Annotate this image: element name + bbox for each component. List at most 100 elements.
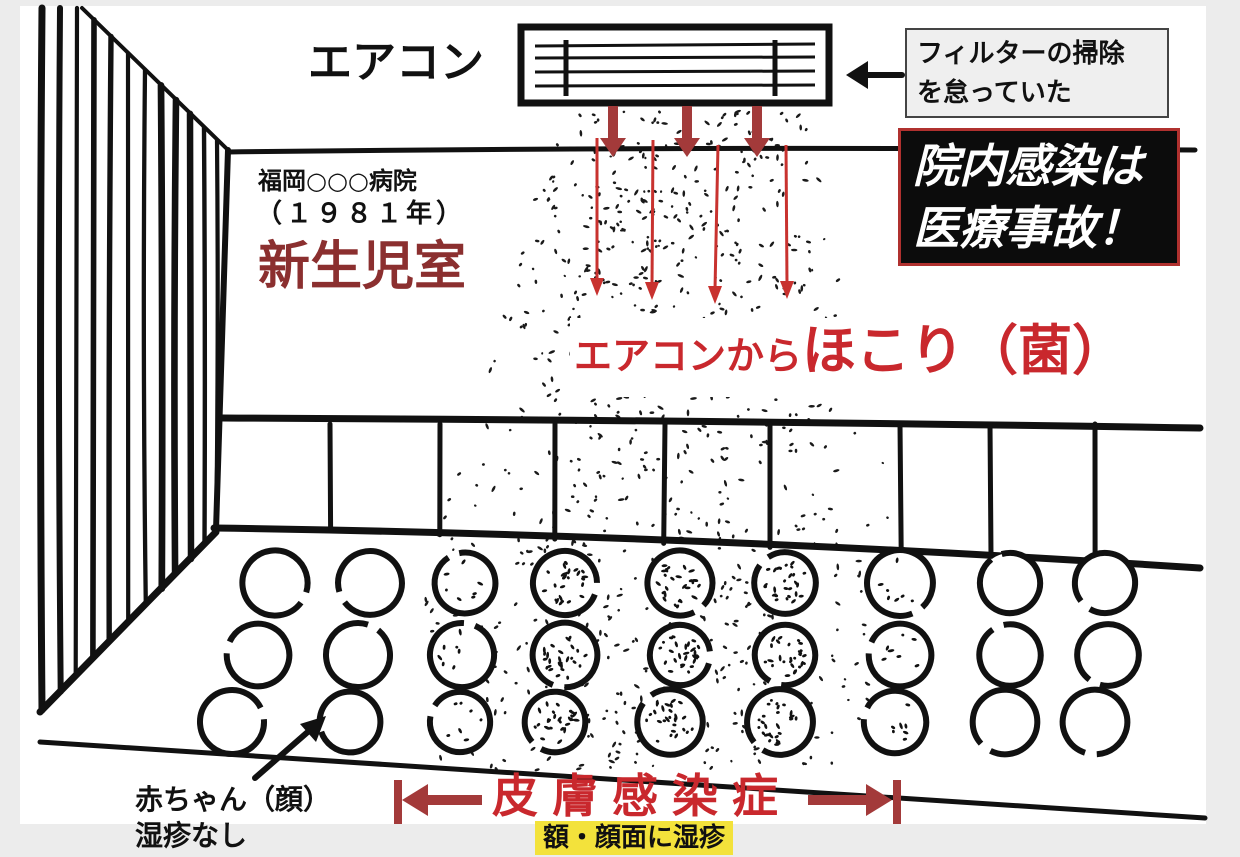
dust-particle: [723, 581, 727, 586]
infection-dot: [794, 716, 798, 721]
infection-dot: [566, 576, 570, 580]
dust-particle: [532, 197, 539, 201]
dust-particle: [864, 681, 870, 686]
infection-dot: [581, 575, 589, 579]
dust-particle: [762, 207, 766, 212]
dust-particle: [607, 616, 613, 621]
dust-particle: [602, 717, 606, 720]
infection-dot: [560, 572, 566, 577]
infection-dot: [566, 600, 572, 604]
dust-particle: [841, 685, 846, 688]
dust-particle: [633, 304, 637, 307]
dust-particle: [615, 203, 619, 209]
dust-particle: [631, 639, 635, 643]
infection-dot: [541, 589, 548, 593]
dust-particle: [624, 495, 629, 501]
infection-dot: [763, 660, 768, 664]
infection-dot: [459, 701, 463, 705]
dust-particle: [617, 210, 623, 214]
dust-particle: [654, 304, 658, 309]
dust-particle: [569, 459, 573, 463]
dust-particle: [744, 528, 748, 533]
dust-particle: [866, 523, 870, 527]
dust-particle: [731, 534, 735, 539]
baby: [426, 688, 494, 756]
down-arrow-icon: [590, 138, 604, 296]
infection-dot: [895, 557, 899, 564]
block-arrow-head: [674, 138, 700, 157]
dust-particle: [836, 563, 840, 571]
wall-corner-line: [213, 147, 231, 533]
dust-particle: [589, 216, 593, 220]
dust-particle: [591, 113, 596, 117]
dust-particle: [587, 514, 591, 519]
dust-particle: [657, 405, 664, 410]
dust-particle: [570, 160, 574, 166]
dust-particle: [704, 192, 709, 197]
wall-stripe: [55, 5, 64, 695]
dust-particle: [585, 622, 589, 628]
dust-particle: [542, 188, 546, 192]
baby: [1059, 686, 1131, 758]
infection-dot: [877, 583, 884, 586]
infection-dot: [686, 641, 690, 647]
dust-particle: [552, 175, 556, 179]
dust-particle: [619, 220, 622, 224]
dust-particle: [553, 214, 557, 218]
wainscot-top-line: [218, 414, 1204, 432]
left-wall-stripes: [37, 4, 220, 714]
baby-circle: [335, 548, 405, 618]
dust-particle: [722, 645, 728, 649]
baby: [1074, 621, 1142, 689]
block-arrow-head: [600, 138, 626, 157]
infection-dot: [887, 649, 895, 653]
dust-particle: [644, 266, 648, 273]
dust-particle: [681, 430, 688, 434]
dust-particle: [596, 470, 601, 474]
infection-dot: [458, 728, 462, 734]
dust-particle: [758, 460, 762, 465]
air-conditioner-unit: [517, 23, 833, 107]
dust-particle: [800, 514, 806, 518]
dust-particle: [694, 165, 698, 172]
dust-particle: [522, 323, 526, 330]
baby-pointer-shaft: [252, 727, 313, 781]
infection-dot: [787, 587, 793, 591]
dust-particle: [518, 262, 523, 267]
dust-particle: [539, 518, 543, 525]
dust-particle: [608, 759, 615, 764]
infection-dot: [673, 658, 677, 663]
dust-particle: [519, 407, 525, 413]
dust-particle: [582, 225, 590, 229]
dust-particle: [709, 210, 713, 213]
infection-range-arrow-icon: [394, 780, 901, 824]
dust-particle: [658, 239, 662, 243]
dust-particle: [585, 264, 591, 267]
infection-dot: [910, 599, 914, 603]
dust-particle: [653, 117, 657, 123]
dust-particle: [785, 118, 789, 123]
infection-dot: [757, 718, 761, 722]
dust-particle: [609, 155, 612, 158]
dust-particle: [611, 460, 618, 464]
dust-particle: [759, 154, 763, 159]
infection-dot: [798, 594, 804, 598]
infection-dot: [765, 567, 771, 571]
dust-particle: [833, 314, 837, 317]
block-arrow-head: [744, 138, 770, 157]
infection-dot: [782, 660, 786, 664]
infection-dot: [536, 723, 541, 727]
dust-particle: [777, 189, 781, 193]
dust-particle: [717, 518, 721, 525]
baby-pointer-head: [300, 716, 326, 742]
dust-particle: [555, 388, 561, 393]
dust-particle: [577, 468, 581, 472]
down-arrow-head: [590, 278, 604, 296]
dust-particle: [537, 546, 543, 551]
dust-particle: [706, 721, 710, 728]
dust-particle: [616, 593, 623, 597]
dust-particle: [813, 512, 817, 516]
dust-particle: [563, 274, 567, 278]
infection-dot: [573, 568, 579, 572]
down-arrow-head: [780, 281, 794, 299]
